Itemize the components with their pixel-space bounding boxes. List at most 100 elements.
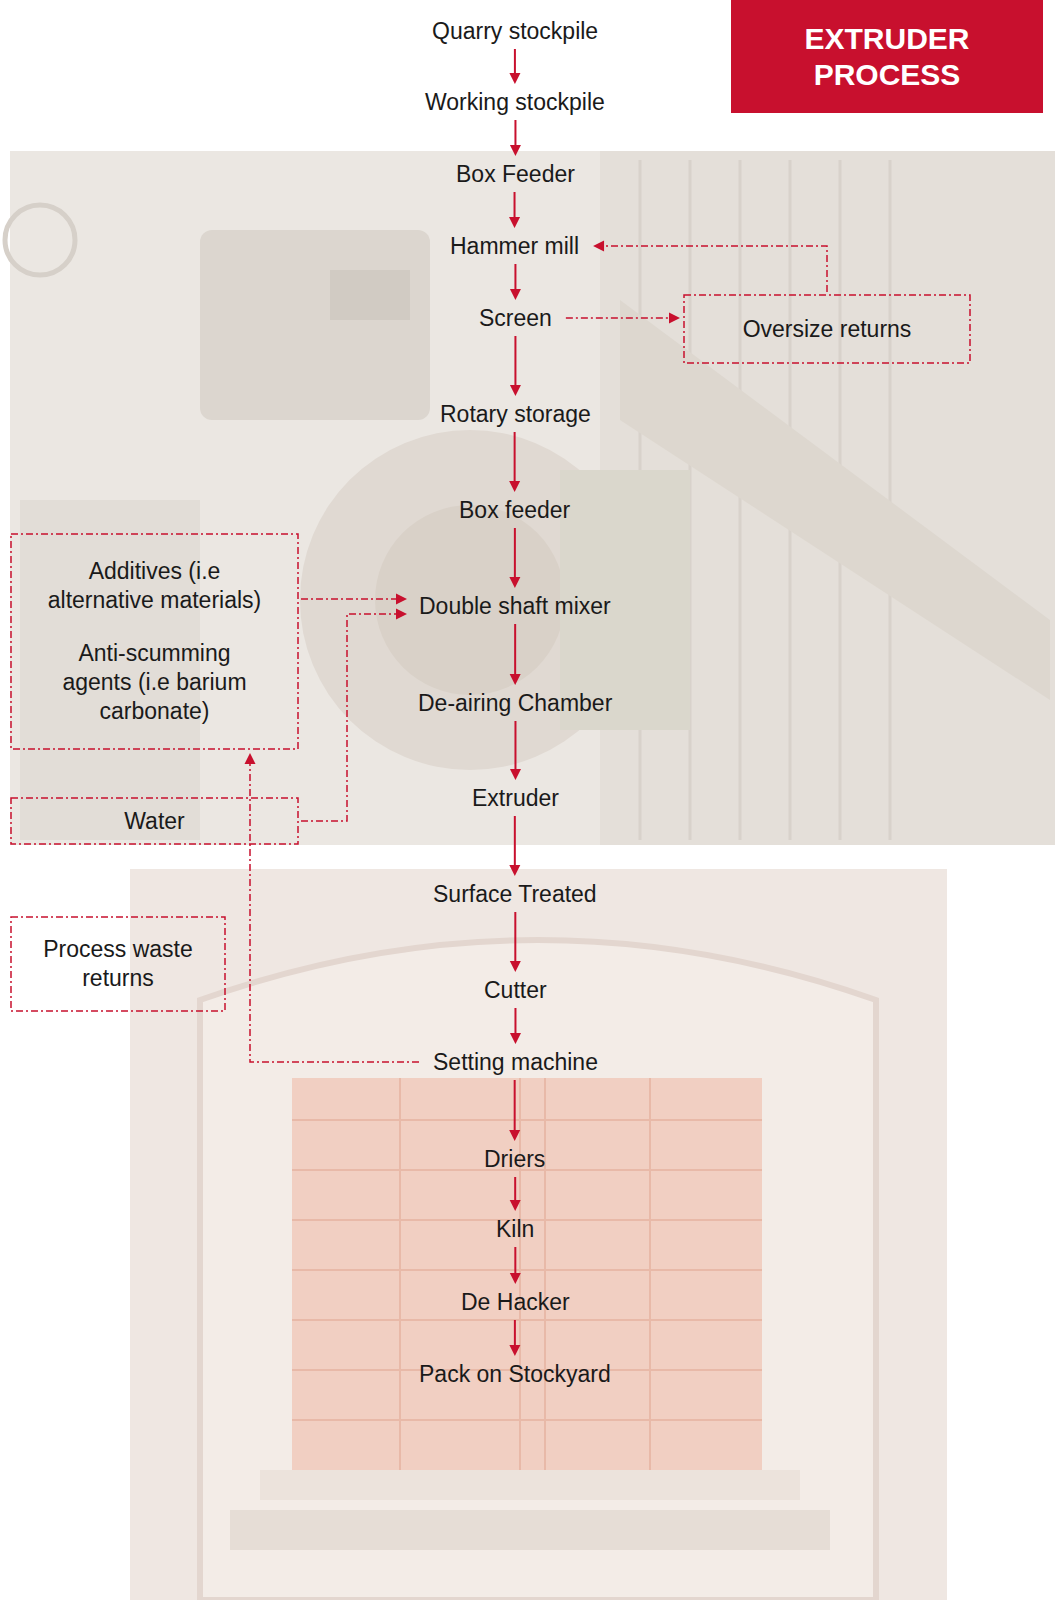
- arrow-head: [509, 73, 520, 84]
- title-text: EXTRUDER PROCESS: [781, 21, 993, 93]
- connector-line: [514, 49, 516, 75]
- input-text: Process waste returns: [30, 935, 206, 993]
- flow-arrow: [510, 912, 521, 972]
- step-text: Rotary storage: [440, 400, 591, 428]
- kiln-photo: [130, 869, 947, 1600]
- dashed-input-box: Additives (i.e alternative materials) Ant…: [10, 533, 299, 750]
- process-step: Box feeder: [451, 495, 578, 525]
- step-text: Hammer mill: [450, 232, 579, 260]
- process-step: Pack on Stockyard: [411, 1359, 619, 1389]
- dashed-outline: [10, 916, 226, 1012]
- arrow-head: [510, 145, 521, 156]
- process-step: Hammer mill: [442, 231, 587, 261]
- process-step: Extruder: [464, 783, 567, 813]
- flow-arrow: [509, 1080, 520, 1141]
- connector-line: [514, 1320, 516, 1347]
- process-step: Kiln: [488, 1214, 542, 1244]
- connector-line: [301, 598, 398, 600]
- arrow-head: [509, 865, 520, 876]
- dashed-border: [11, 917, 225, 1011]
- flow-arrow: [510, 1008, 521, 1044]
- connector-line: [514, 192, 516, 219]
- dashed-return-arrow: [566, 313, 680, 324]
- arrow-head: [509, 481, 520, 492]
- flow-arrow: [510, 721, 521, 780]
- step-text: Box Feeder: [456, 160, 575, 188]
- dashed-return-arrow: [245, 753, 420, 1062]
- flow-arrow: [509, 528, 520, 588]
- arrow-head: [509, 1130, 520, 1141]
- flow-arrow: [510, 264, 521, 300]
- step-text: Driers: [484, 1145, 545, 1173]
- dashed-border: [11, 534, 298, 749]
- flow-arrow: [510, 120, 521, 156]
- connector-line: [602, 246, 827, 292]
- connector-line: [514, 264, 516, 291]
- input-text: Water: [124, 807, 185, 836]
- flow-arrow: [509, 1320, 520, 1356]
- arrow-head: [245, 753, 256, 764]
- arrow-head: [510, 385, 521, 396]
- connector-line: [514, 1008, 516, 1035]
- flow-arrow: [509, 816, 520, 876]
- step-text: Box feeder: [459, 496, 570, 524]
- arrow-head: [593, 241, 604, 252]
- connector-line: [514, 528, 516, 579]
- flow-arrow: [509, 192, 520, 228]
- step-text: Screen: [479, 304, 552, 332]
- step-text: Cutter: [484, 976, 547, 1004]
- dashed-return-arrow: [301, 609, 407, 822]
- process-step: Cutter: [476, 975, 555, 1005]
- input-text: Anti-scumming agents (i.e barium carbona…: [44, 639, 265, 726]
- flow-arrow: [510, 336, 521, 396]
- connector-line: [514, 912, 516, 963]
- arrow-head: [509, 1345, 520, 1356]
- input-text: Additives (i.e alternative materials): [44, 557, 265, 615]
- arrow-head: [510, 1200, 521, 1211]
- arrow-head: [510, 289, 521, 300]
- process-step: De Hacker: [453, 1287, 578, 1317]
- connector-line: [514, 120, 516, 147]
- arrow-head: [396, 609, 407, 620]
- process-step: Screen: [471, 303, 560, 333]
- arrow-head: [509, 217, 520, 228]
- connector-line: [514, 336, 516, 387]
- flow-arrow: [510, 624, 521, 685]
- title-box: EXTRUDER PROCESS: [731, 0, 1043, 113]
- connector-line: [514, 1247, 516, 1275]
- dashed-return-arrow: [301, 594, 407, 605]
- step-text: Double shaft mixer: [419, 592, 611, 620]
- input-text: Oversize returns: [743, 315, 912, 344]
- process-step: Setting machine: [425, 1047, 606, 1077]
- arrow-head: [510, 1273, 521, 1284]
- step-text: Quarry stockpile: [432, 17, 598, 45]
- process-step: Rotary storage: [432, 399, 599, 429]
- connector-line: [514, 1080, 516, 1132]
- process-step: Quarry stockpile: [424, 16, 606, 46]
- connector-line: [250, 762, 419, 1062]
- dashed-input-box: Oversize returns: [683, 294, 971, 364]
- arrow-head: [510, 769, 521, 780]
- process-step: De-airing Chamber: [410, 688, 620, 718]
- dashed-input-box: Process waste returns: [10, 916, 226, 1012]
- flow-arrow: [509, 49, 520, 84]
- connector-line: [514, 624, 516, 676]
- connector-line: [514, 432, 516, 483]
- arrow-head: [396, 594, 407, 605]
- step-text: Surface Treated: [433, 880, 597, 908]
- step-text: Pack on Stockyard: [419, 1360, 611, 1388]
- process-step: Box Feeder: [448, 159, 583, 189]
- dashed-border: [11, 798, 298, 844]
- flow-arrow: [510, 1247, 521, 1284]
- step-text: Extruder: [472, 784, 559, 812]
- arrow-head: [510, 1033, 521, 1044]
- arrow-head: [509, 577, 520, 588]
- step-text: Setting machine: [433, 1048, 598, 1076]
- machinery-photo: [5, 151, 1055, 845]
- connector-line: [514, 816, 516, 867]
- arrow-head: [510, 674, 521, 685]
- process-step: Double shaft mixer: [411, 591, 619, 621]
- process-step: Driers: [476, 1144, 553, 1174]
- dashed-input-box: Water: [10, 797, 299, 845]
